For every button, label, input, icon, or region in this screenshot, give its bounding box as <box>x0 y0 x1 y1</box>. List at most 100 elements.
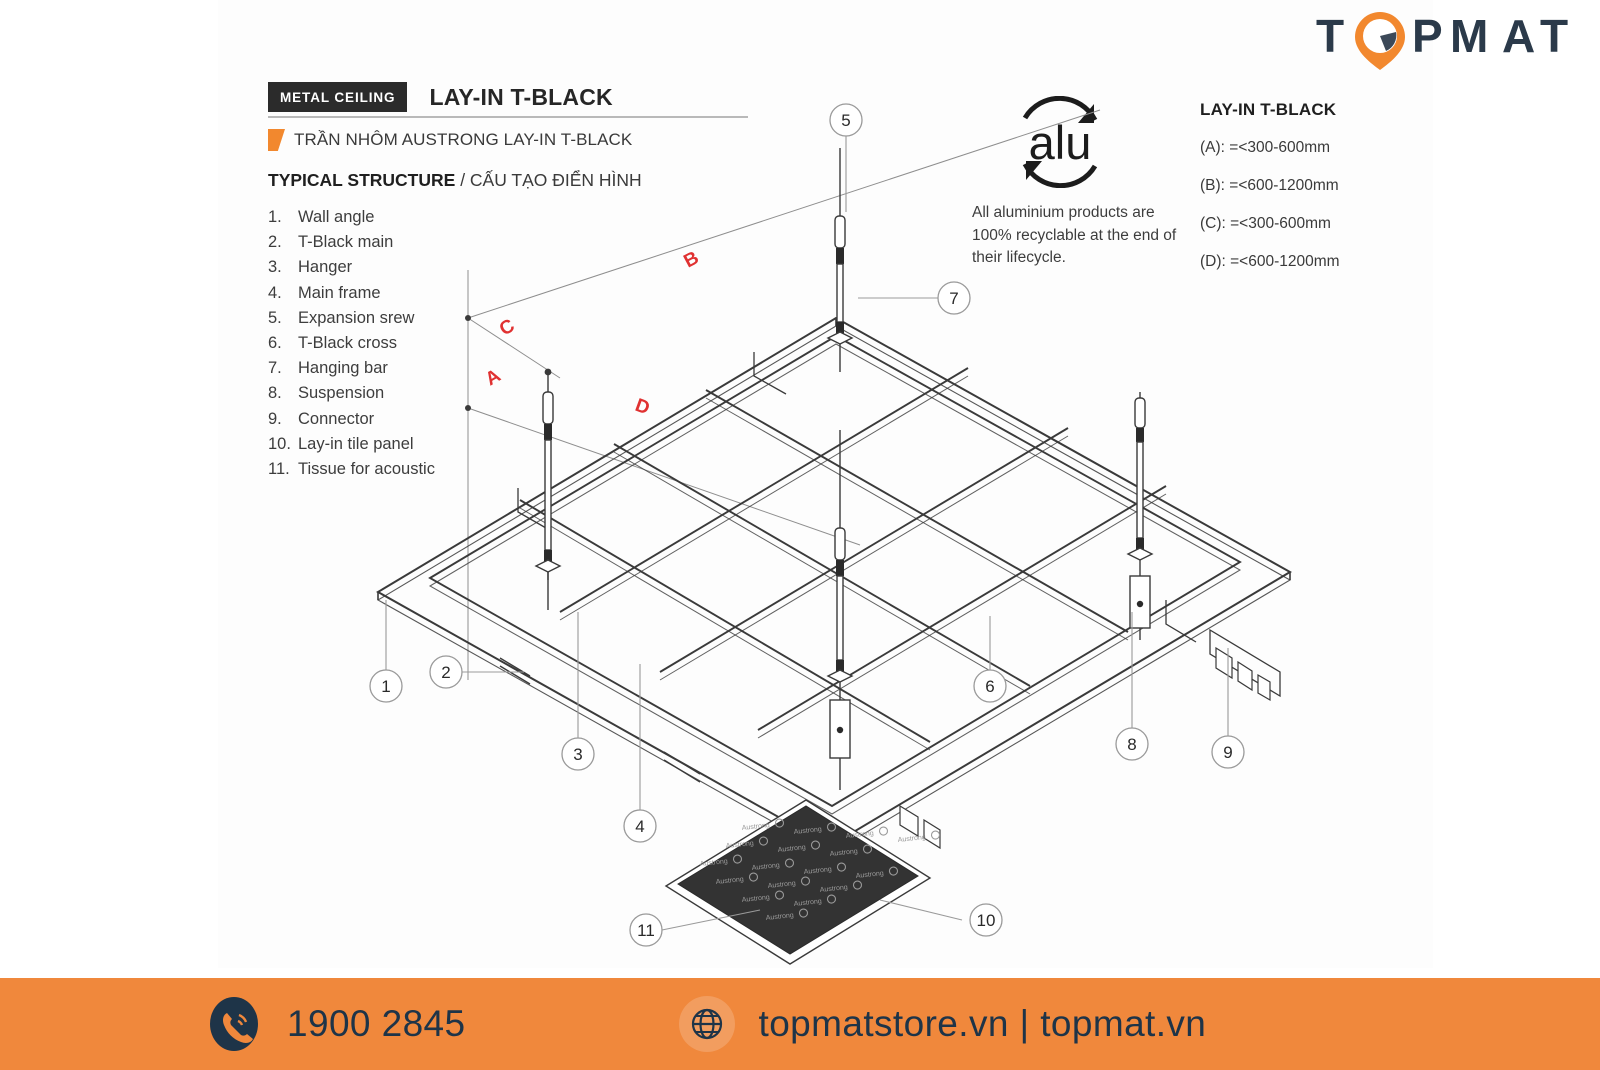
callout-number: 9 <box>1223 743 1232 762</box>
panel-watermark: Austrong <box>819 880 863 894</box>
callout-circle <box>969 903 1003 937</box>
structure-item-number: 7. <box>268 359 282 378</box>
panel-watermark: Austrong <box>741 890 785 904</box>
structure-item-label: Connector <box>298 409 375 428</box>
metal-ceiling-badge: METAL CEILING <box>268 82 408 112</box>
svg-text:M: M <box>1450 10 1490 62</box>
spec-title: LAY-IN T-BLACK <box>1200 100 1337 119</box>
svg-text:P: P <box>1412 10 1445 62</box>
panel-watermark: Austrong <box>793 822 837 836</box>
panel-watermark: Austrong <box>777 840 821 854</box>
topmat-logo-icon: T P M A T <box>1316 10 1570 70</box>
footer-web-text: topmatstore.vn | topmat.vn <box>758 1003 1207 1044</box>
structure-item-number: 11. <box>268 460 290 479</box>
callout-number: 10 <box>977 911 996 930</box>
callout-number: 1 <box>381 677 390 696</box>
callout-circle <box>629 913 663 947</box>
callout-leaders <box>385 136 1229 931</box>
structure-list-item: 10.Lay-in tile panel <box>268 432 688 457</box>
structure-item-label: Main frame <box>298 283 381 302</box>
structure-list-item: 4. Main frame <box>268 281 688 306</box>
callout-circle <box>829 103 863 137</box>
footer-web-block[interactable]: topmatstore.vn | topmat.vn <box>678 996 1207 1052</box>
structure-item-label: Suspension <box>298 384 385 403</box>
footer-bar: 1900 2845 topmatstore.vn | topmat.vn <box>0 978 1600 1070</box>
alu-note: All aluminium products are 100% recyclab… <box>972 204 1177 266</box>
spec-row: (C): =<300-600mm <box>1200 215 1331 232</box>
diagram-plate <box>218 0 1433 968</box>
svg-text:Austrong: Austrong <box>803 866 832 876</box>
dimension-label-c: C <box>496 315 519 340</box>
structure-item-number: 8. <box>268 384 282 403</box>
callout-number: 2 <box>441 663 450 682</box>
typical-structure-section: TYPICAL STRUCTURE / CẤU TẠO ĐIỂN HÌNH 1.… <box>268 170 688 482</box>
alu-wordmark: alu <box>1029 116 1092 169</box>
svg-text:Austrong: Austrong <box>741 894 770 904</box>
spec-row: (D): =<600-1200mm <box>1200 253 1340 270</box>
structure-list-item: 8. Suspension <box>268 381 688 406</box>
callout-circle <box>623 809 657 843</box>
callout-number: 3 <box>573 745 582 764</box>
panel-watermark: Austrong <box>765 908 809 922</box>
svg-text:Austrong: Austrong <box>793 826 822 836</box>
callout-number: 6 <box>985 677 994 696</box>
svg-text:Austrong: Austrong <box>777 844 806 854</box>
svg-text:T: T <box>1316 10 1346 62</box>
globe-icon-wrap <box>678 996 735 1052</box>
svg-text:Austrong: Austrong <box>767 880 796 890</box>
dimension-label-a: A <box>482 365 505 390</box>
spec-rows: (A): =<300-600mm(B): =<600-1200mm(C): =<… <box>1200 139 1415 271</box>
footer-phone-block[interactable]: 1900 2845 <box>205 995 466 1053</box>
structure-item-number: 1. <box>268 208 282 226</box>
panel-watermark: Austrong <box>855 866 899 880</box>
topmat-logo: T P M A T <box>1316 8 1578 70</box>
structure-list-item: 1.Wall angle <box>268 205 688 230</box>
svg-text:T: T <box>1540 10 1570 62</box>
structure-list-item: 6.T-Black cross <box>268 331 688 356</box>
callout-circle <box>1211 735 1245 769</box>
structure-list-item: 7.Hanging bar <box>268 356 688 381</box>
svg-text:Austrong: Austrong <box>845 830 874 840</box>
recycle-arrows-icon: alu <box>1022 95 1098 189</box>
structure-item-label: Hanger <box>298 258 353 277</box>
structure-item-label: Expansion srew <box>298 308 415 327</box>
svg-text:Austrong: Austrong <box>897 834 926 844</box>
structure-item-number: 4. <box>268 283 282 302</box>
svg-text:Austrong: Austrong <box>819 884 848 894</box>
structure-item-number: 6. <box>268 334 282 353</box>
structure-list-item: 2.T-Black main <box>268 230 688 255</box>
structure-list-item: 3.Hanger <box>268 255 688 280</box>
hanger-assemblies <box>534 148 1154 790</box>
product-header: METAL CEILING LAY-IN T-BLACK TRẦN NHÔM A… <box>268 82 748 151</box>
panel-watermark: Austrong <box>699 854 743 868</box>
svg-text:Austrong: Austrong <box>741 822 770 832</box>
callout-number: 7 <box>949 289 958 308</box>
alu-recycle-logo: alu <box>1002 95 1118 189</box>
structure-item-number: 10. <box>268 434 291 453</box>
svg-text:Austrong: Austrong <box>855 870 884 880</box>
phone-icon <box>210 997 258 1051</box>
spec-row: (B): =<600-1200mm <box>1200 177 1339 194</box>
dimension-label-d: D <box>632 395 652 419</box>
structure-list-item: 5. Expansion srew <box>268 306 688 331</box>
structure-list-item: 9.Connector <box>268 407 688 432</box>
callout-number: 4 <box>635 817 644 836</box>
panel-watermark: Austrong <box>829 844 873 858</box>
panel-watermark: Austrong <box>715 872 759 886</box>
callout-number: 11 <box>637 921 655 940</box>
footer-phone-text: 1900 2845 <box>287 1003 466 1044</box>
structure-item-label: Tissue for acoustic <box>298 460 435 479</box>
header-divider <box>268 116 748 118</box>
structure-heading-rest: / CẤU TẠO ĐIỂN HÌNH <box>455 170 642 190</box>
panel-watermark: Austrong <box>767 876 811 890</box>
callout-number: 8 <box>1127 735 1136 754</box>
product-subtitle: TRẦN NHÔM AUSTRONG LAY-IN T-BLACK <box>294 130 633 149</box>
panel-watermark: Austrong <box>803 862 847 876</box>
structure-item-number: 5. <box>268 308 282 327</box>
globe-icon <box>691 1008 722 1040</box>
